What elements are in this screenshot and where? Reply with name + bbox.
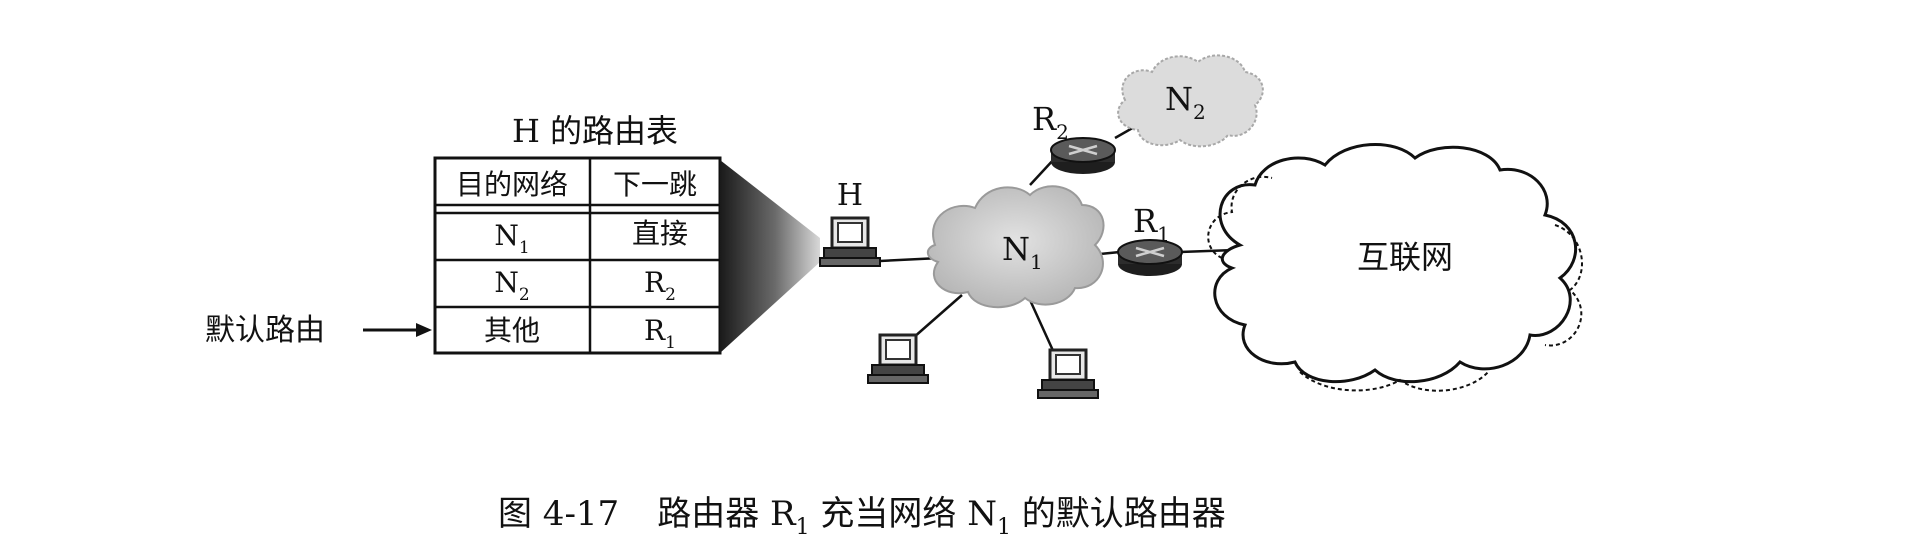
table-row-2-next-hop: R2 — [644, 266, 676, 305]
routing-table: 目的网络 下一跳 N1 直接 N2 R2 其他 R1 — [433, 156, 722, 355]
host-computer-icon — [1036, 348, 1100, 400]
host-computer-icon — [866, 333, 930, 385]
network-n2-cloud-icon — [1117, 54, 1264, 148]
routing-table-title: H 的路由表 — [512, 112, 678, 150]
table-header-destination: 目的网络 — [456, 168, 568, 201]
router-r2-label: R2 — [1032, 100, 1069, 144]
default-route-label: 默认路由 — [205, 313, 325, 348]
network-n1-label: N1 — [1002, 230, 1043, 274]
internet-label: 互联网 — [1357, 238, 1453, 276]
router-r1-icon — [1116, 238, 1184, 278]
host-h-label: H — [837, 178, 863, 213]
figure-number: 图 4-17 — [498, 494, 619, 534]
network-n1-cloud-icon — [926, 185, 1105, 309]
table-row-3-destination: 其他 — [484, 314, 540, 347]
network-n2-label: N2 — [1165, 80, 1206, 124]
internet-cloud-icon — [1207, 142, 1583, 392]
table-row-2-destination: N2 — [494, 266, 529, 305]
host-h-computer-icon — [818, 216, 882, 268]
table-row-3-next-hop: R1 — [644, 314, 676, 353]
default-route-arrow-icon — [363, 323, 432, 337]
router-r1-label: R1 — [1133, 202, 1170, 246]
table-header-next-hop: 下一跳 — [613, 168, 697, 201]
table-row-1-destination: N1 — [494, 219, 529, 258]
table-projection-fan — [720, 160, 820, 353]
table-row-1-next-hop: 直接 — [632, 217, 688, 250]
